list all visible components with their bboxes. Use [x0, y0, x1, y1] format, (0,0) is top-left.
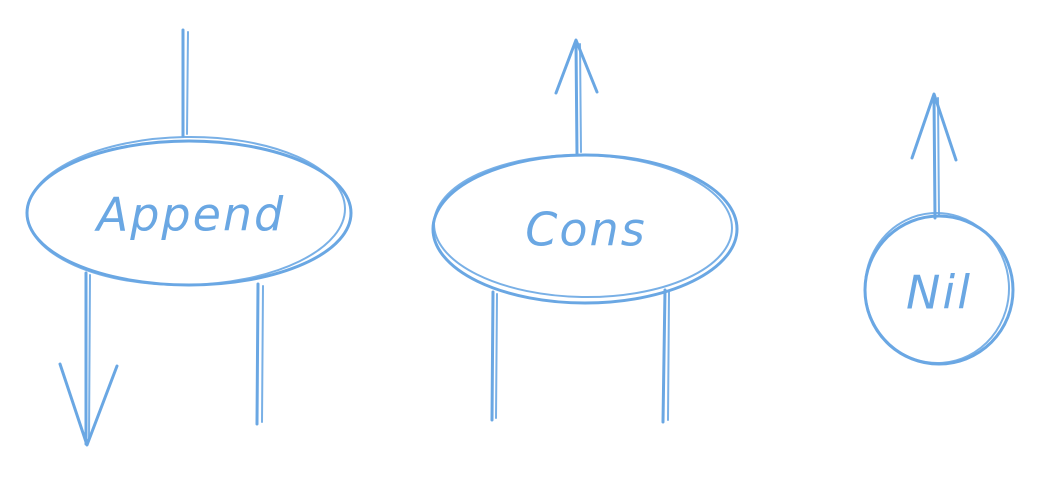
nil-output-arrow [910, 92, 958, 220]
nil-label: Nil [906, 266, 972, 320]
cons-left-wire [490, 290, 498, 422]
nil-node: Nil [863, 92, 1015, 366]
append-output-arrow [58, 271, 119, 447]
append-node: Append [25, 28, 353, 447]
cons-right-wire [661, 288, 670, 424]
cons-node: Cons [431, 38, 739, 424]
nil-shape [863, 212, 1015, 366]
append-right-wire [255, 282, 264, 426]
append-label: Append [94, 188, 286, 242]
append-shape [25, 135, 353, 287]
cons-label: Cons [525, 203, 646, 257]
cons-shape [431, 153, 739, 305]
cons-output-arrow [554, 38, 599, 156]
append-input-wire [181, 28, 189, 138]
